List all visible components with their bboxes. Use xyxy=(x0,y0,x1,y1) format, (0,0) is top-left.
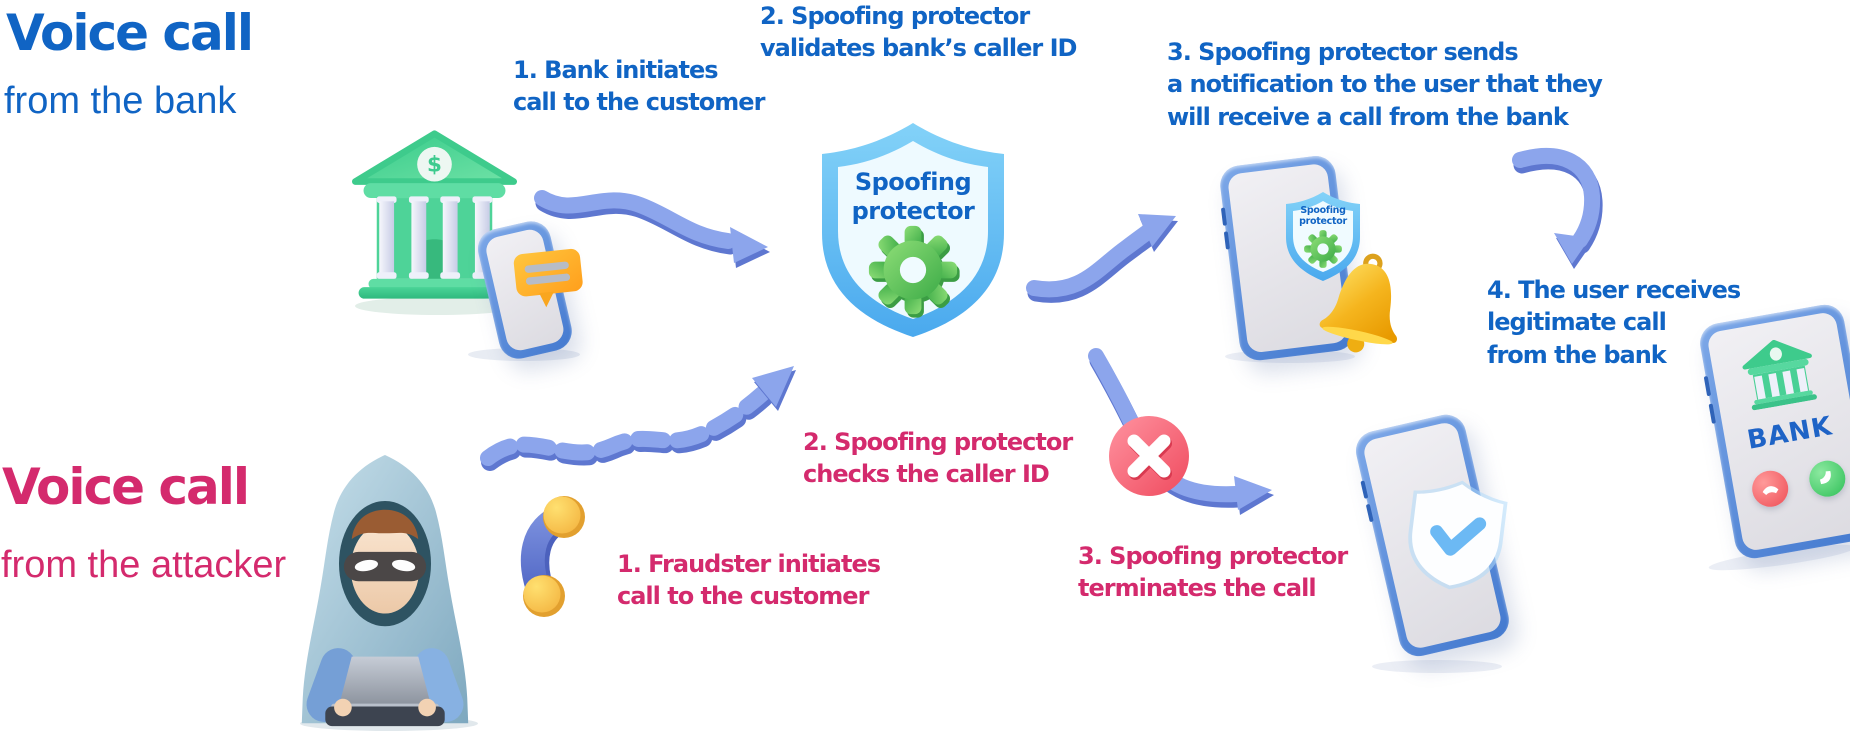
bank-step-2: 2. Spoofing protector validates bank’s c… xyxy=(760,2,1077,63)
check-shield-icon xyxy=(1408,480,1508,590)
bank-building-icon: $ xyxy=(352,130,517,299)
shield-label: Spoofing protector xyxy=(851,168,975,226)
phone-screen: BANK xyxy=(1706,310,1850,553)
dashed-arrow-attacker-to-shield xyxy=(480,366,796,471)
bank-phone-label: BANK xyxy=(1745,411,1835,456)
bank-step-4: 4. The user receives legitimate call fro… xyxy=(1487,276,1741,369)
arrow-shield-to-phone xyxy=(1026,214,1178,303)
bank-mini-icon xyxy=(1742,339,1817,411)
ground-shadow xyxy=(355,297,520,315)
mask xyxy=(343,551,427,582)
arrow-bank-to-shield xyxy=(534,190,770,268)
call-decline-button xyxy=(1749,467,1792,510)
phone-side-button xyxy=(1223,231,1230,250)
phone-handset-icon xyxy=(520,496,585,617)
badge-label: Spoofing protector xyxy=(1299,205,1347,227)
attacker-flow-subheading: from the attacker xyxy=(1,544,287,586)
attacker-step-2: 2. Spoofing protector checks the caller … xyxy=(803,428,1073,489)
bank-step-1: 1. Bank initiates call to the customer xyxy=(513,56,765,117)
arrow-phone-to-user xyxy=(1512,148,1603,269)
attacker-step-1: 1. Fraudster initiates call to the custo… xyxy=(617,550,881,611)
svg-text:$: $ xyxy=(427,153,442,178)
phone-side-button xyxy=(1220,207,1228,226)
bank-flow-subheading: from the bank xyxy=(4,80,237,122)
attacker-flow-heading: Voice call xyxy=(2,458,250,516)
bank-flow-heading: Voice call xyxy=(6,4,254,62)
protector-badge-icon xyxy=(1286,192,1360,281)
notification-bell-icon xyxy=(1319,253,1398,353)
ground-shadow xyxy=(1372,660,1502,673)
checkmark-icon xyxy=(1430,517,1487,556)
chat-bubble-icon xyxy=(513,248,583,308)
spoofing-protector-shield xyxy=(822,123,1004,337)
gear-icon xyxy=(1304,230,1342,268)
hacker-figure xyxy=(301,454,469,727)
call-accept-button xyxy=(1806,457,1849,500)
attacker-step-3: 3. Spoofing protector terminates the cal… xyxy=(1078,542,1348,603)
phone-down-icon xyxy=(1762,486,1779,496)
gear-icon xyxy=(868,225,960,318)
error-x-icon xyxy=(1109,416,1189,496)
user-bank-phone-icon: BANK xyxy=(1697,301,1850,562)
phone-icon xyxy=(1819,470,1831,485)
bank-step-3: 3. Spoofing protector sends a notificati… xyxy=(1167,38,1603,131)
laptop-icon xyxy=(338,656,432,710)
